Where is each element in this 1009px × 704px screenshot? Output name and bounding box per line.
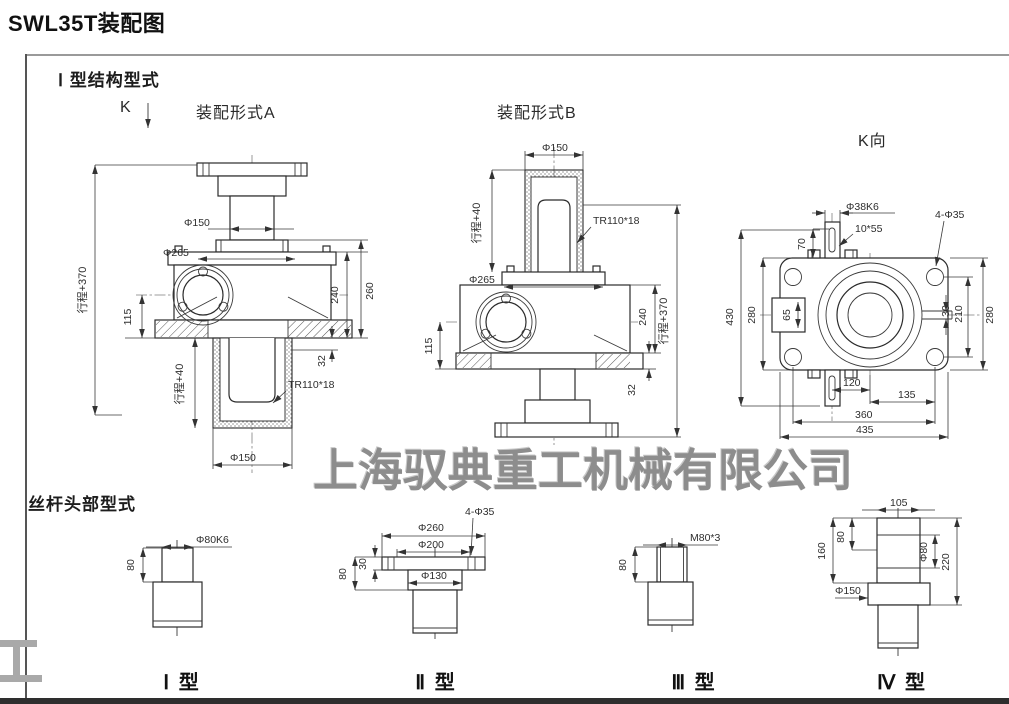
dim-115: 115 xyxy=(423,337,435,354)
type2-label: Ⅱ 型 xyxy=(415,672,457,694)
dim-280-left: 280 xyxy=(746,306,758,324)
form-a-title: 装配形式A xyxy=(196,105,276,122)
type4-dimensions: 105 80 160 Φ80 220 Φ150 xyxy=(816,497,962,606)
dim-80: 80 xyxy=(835,531,847,543)
dim-phi150: Φ150 xyxy=(835,585,861,597)
frame-left-line xyxy=(25,54,27,699)
dim-80: 80 xyxy=(337,568,349,580)
dim-phi80: Φ80 xyxy=(918,542,930,562)
type4-label: Ⅳ 型 xyxy=(876,672,928,694)
dim-stroke-370: 行程+370 xyxy=(657,298,670,345)
type1-label: Ⅰ 型 xyxy=(163,672,201,694)
dim-280-right: 280 xyxy=(984,306,996,324)
type2-dimensions: 4-Φ35 Φ260 Φ200 30 80 Φ130 xyxy=(337,506,495,591)
dim-phi150: Φ150 xyxy=(542,142,568,154)
dim-thread: M80*3 xyxy=(690,532,721,544)
corner-logo-bar xyxy=(0,675,42,682)
dim-phi265: Φ265 xyxy=(163,247,189,259)
dim-160: 160 xyxy=(816,542,828,560)
dim-key: 10*55 xyxy=(855,223,883,235)
view-k-dimensions: Φ38K6 10*55 70 4-Φ35 430 280 65 210 xyxy=(724,201,996,440)
dim-260: 260 xyxy=(364,282,376,300)
screw-head-section-heading: 丝杆头部型式 xyxy=(28,495,136,514)
form-a-dimensions: Φ150 Φ265 行程+370 115 240 260 32 xyxy=(76,164,376,469)
dim-135: 135 xyxy=(898,389,916,401)
form-b-body xyxy=(455,169,644,438)
type3-drawing: M80*3 80 xyxy=(617,532,721,632)
dim-105: 105 xyxy=(890,497,908,509)
view-k-marker: K xyxy=(120,99,132,116)
dim-thread: TR110*18 xyxy=(288,379,335,391)
type4-body xyxy=(867,508,931,656)
dim-435: 435 xyxy=(856,424,874,436)
dim-120: 120 xyxy=(843,377,861,389)
dim-stroke-40: 行程+40 xyxy=(173,364,186,405)
type2-body xyxy=(381,547,486,639)
dim-phi260: Φ260 xyxy=(418,522,444,534)
dim-240: 240 xyxy=(329,286,341,304)
type3-dimensions: M80*3 80 xyxy=(617,532,721,583)
dim-430: 430 xyxy=(724,308,736,326)
type3-label: Ⅲ 型 xyxy=(671,672,717,694)
form-a-body xyxy=(154,162,353,429)
dim-30: 30 xyxy=(940,305,952,317)
dim-stroke-370: 行程+370 xyxy=(76,267,89,314)
dim-30: 30 xyxy=(357,558,369,570)
form-b-drawing: Φ150 行程+40 TR110*18 Φ265 115 240 32 xyxy=(423,142,681,445)
dim-phi200: Φ200 xyxy=(418,539,444,551)
dim-thread: TR110*18 xyxy=(593,215,640,227)
dim-32: 32 xyxy=(626,384,638,396)
corner-logo-bar xyxy=(13,640,20,680)
structure-section-heading: Ⅰ 型结构型式 xyxy=(58,71,160,90)
page-title: SWL35T装配图 xyxy=(8,11,166,36)
view-k-title: K向 xyxy=(858,133,887,150)
type1-drawing: Φ80K6 80 xyxy=(125,534,232,636)
bottom-bar xyxy=(0,698,1009,704)
type4-drawing: 105 80 160 Φ80 220 Φ150 xyxy=(816,497,962,656)
type1-body xyxy=(152,540,203,636)
type3-body xyxy=(647,538,694,632)
dim-220: 220 xyxy=(940,553,952,571)
form-b-dimensions: Φ150 行程+40 TR110*18 Φ265 115 240 32 xyxy=(423,142,681,438)
company-watermark: 上海驭典重工机械有限公司 xyxy=(313,445,854,496)
dim-phi38k6: Φ38K6 xyxy=(846,201,879,213)
form-b-title: 装配形式B xyxy=(497,105,577,122)
dim-80: 80 xyxy=(125,559,137,571)
dim-holes: 4-Φ35 xyxy=(935,209,965,221)
dim-210: 210 xyxy=(953,305,965,323)
dim-32: 32 xyxy=(316,355,328,367)
view-k-drawing: Φ38K6 10*55 70 4-Φ35 430 280 65 210 xyxy=(724,201,996,440)
type2-drawing: 4-Φ35 Φ260 Φ200 30 80 Φ130 xyxy=(337,506,495,639)
dim-115: 115 xyxy=(122,308,134,325)
dim-360: 360 xyxy=(855,409,873,421)
dim-phi150-bottom: Φ150 xyxy=(230,452,256,464)
dim-80: 80 xyxy=(617,559,629,571)
dim-stroke-40: 行程+40 xyxy=(470,203,483,244)
dim-phi150-top: Φ150 xyxy=(184,217,210,229)
frame-top-line xyxy=(25,54,1009,56)
dim-holes: 4-Φ35 xyxy=(465,506,495,518)
dim-phi80k6: Φ80K6 xyxy=(196,534,229,546)
dim-65: 65 xyxy=(781,309,793,321)
dim-240: 240 xyxy=(637,308,649,326)
form-a-drawing: Φ150 Φ265 行程+370 115 240 260 32 xyxy=(76,103,376,473)
type1-dimensions: Φ80K6 80 xyxy=(125,534,232,583)
dim-phi265: Φ265 xyxy=(469,274,495,286)
dim-phi130: Φ130 xyxy=(421,570,447,582)
dim-70: 70 xyxy=(796,238,808,250)
